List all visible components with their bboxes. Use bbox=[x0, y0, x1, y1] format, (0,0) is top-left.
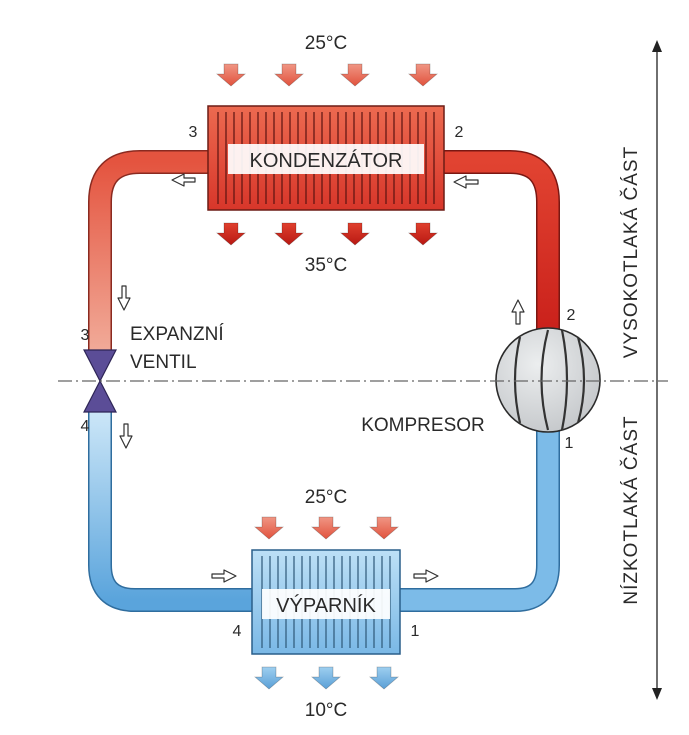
air-arrow-down-icon bbox=[273, 222, 305, 246]
valve-label-line2: VENTIL bbox=[130, 352, 197, 373]
valve-port-bottom: 4 bbox=[81, 418, 90, 435]
evaporator-temp-out: 10°C bbox=[305, 700, 347, 721]
compressor-port-top: 2 bbox=[567, 307, 576, 324]
air-arrow-down-icon bbox=[339, 222, 371, 246]
air-arrow-down-icon bbox=[407, 63, 439, 87]
air-arrow-down-icon bbox=[273, 63, 305, 87]
pressure-axis bbox=[652, 40, 662, 700]
flow-arrow-right-icon bbox=[413, 569, 439, 583]
evaporator-temp-in: 25°C bbox=[305, 487, 347, 508]
air-arrow-down-icon bbox=[215, 222, 247, 246]
high-pressure-label: VYSOKOTLAKÁ ČÁST bbox=[620, 146, 642, 358]
air-arrow-down-icon bbox=[368, 666, 400, 690]
compressor-label: KOMPRESOR bbox=[361, 415, 485, 436]
flow-arrow-down-icon bbox=[117, 285, 131, 311]
air-arrow-down-icon bbox=[253, 666, 285, 690]
compressor-port-bottom: 1 bbox=[565, 435, 574, 452]
valve-label-line1: EXPANZNÍ bbox=[130, 324, 224, 345]
air-arrow-down-icon bbox=[339, 63, 371, 87]
pipe-evaporator-to-compressor bbox=[400, 420, 560, 612]
condenser-port-left: 3 bbox=[189, 124, 198, 141]
evaporator-port-right: 1 bbox=[411, 623, 420, 640]
pipe-condenser-to-valve bbox=[88, 150, 208, 350]
air-arrow-down-icon bbox=[407, 222, 439, 246]
condenser: KONDENZÁTOR bbox=[207, 105, 445, 211]
evaporator-port-left: 4 bbox=[233, 623, 242, 640]
flow-arrow-left-icon bbox=[171, 173, 196, 187]
condenser-temp-out: 35°C bbox=[305, 255, 347, 276]
air-arrow-down-icon bbox=[368, 516, 400, 540]
flow-arrow-down-icon bbox=[119, 423, 133, 449]
evaporator: VÝPARNÍK bbox=[251, 549, 401, 655]
air-arrow-down-icon bbox=[253, 516, 285, 540]
flow-arrow-left-icon bbox=[453, 175, 479, 189]
condenser-port-right: 2 bbox=[455, 124, 464, 141]
compressor-icon bbox=[495, 327, 601, 433]
flow-arrow-up-icon bbox=[511, 299, 525, 325]
valve-port-top: 3 bbox=[81, 327, 90, 344]
evaporator-label: VÝPARNÍK bbox=[276, 594, 376, 617]
air-arrow-down-icon bbox=[310, 666, 342, 690]
condenser-temp-in: 25°C bbox=[305, 33, 347, 54]
condenser-label: KONDENZÁTOR bbox=[250, 149, 403, 172]
flow-arrow-right-icon bbox=[211, 569, 237, 583]
air-arrow-down-icon bbox=[310, 516, 342, 540]
expansion-valve-icon bbox=[83, 349, 117, 413]
low-pressure-label: NÍZKOTLAKÁ ČÁST bbox=[620, 415, 642, 604]
pipe-compressor-to-condenser bbox=[444, 150, 560, 340]
air-arrow-down-icon bbox=[215, 63, 247, 87]
